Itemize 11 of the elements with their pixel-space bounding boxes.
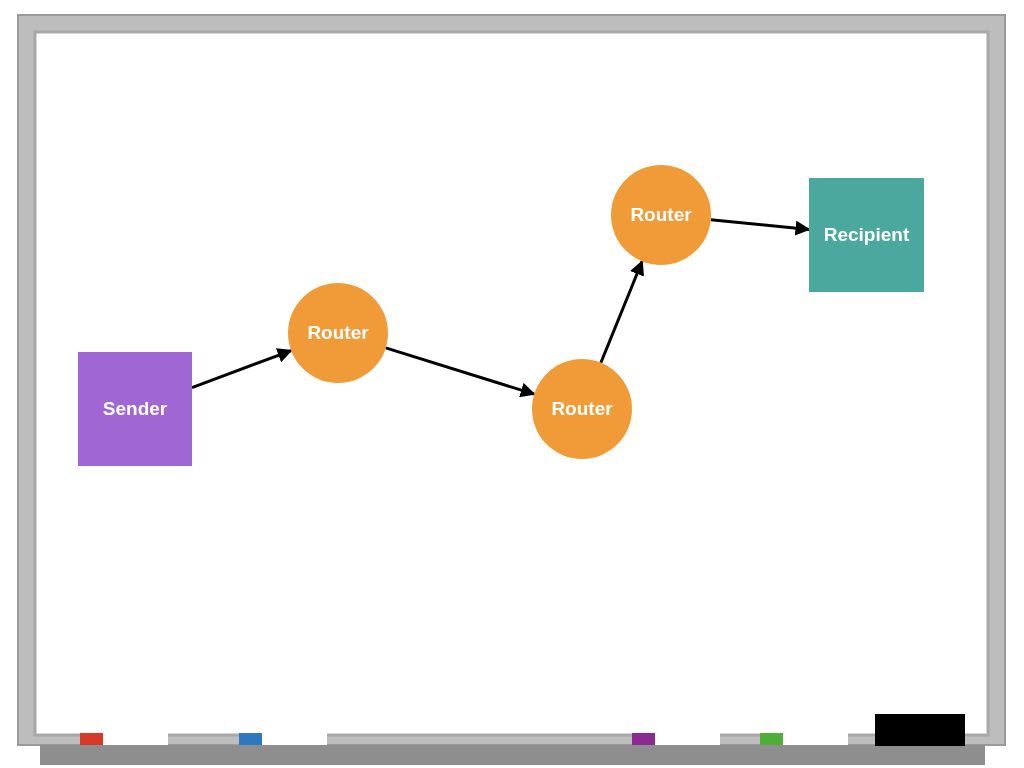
node-label: Recipient [823,224,910,246]
arrow [191,348,293,390]
node-label: Sender [102,398,168,420]
node-label: Router [307,322,369,344]
node-label: Router [630,204,692,226]
node-label: Router [551,398,613,420]
arrow [710,218,811,236]
endpoint-box [809,178,924,292]
arrow [385,346,536,398]
arrow [599,259,644,364]
endpoint-box [78,352,192,466]
